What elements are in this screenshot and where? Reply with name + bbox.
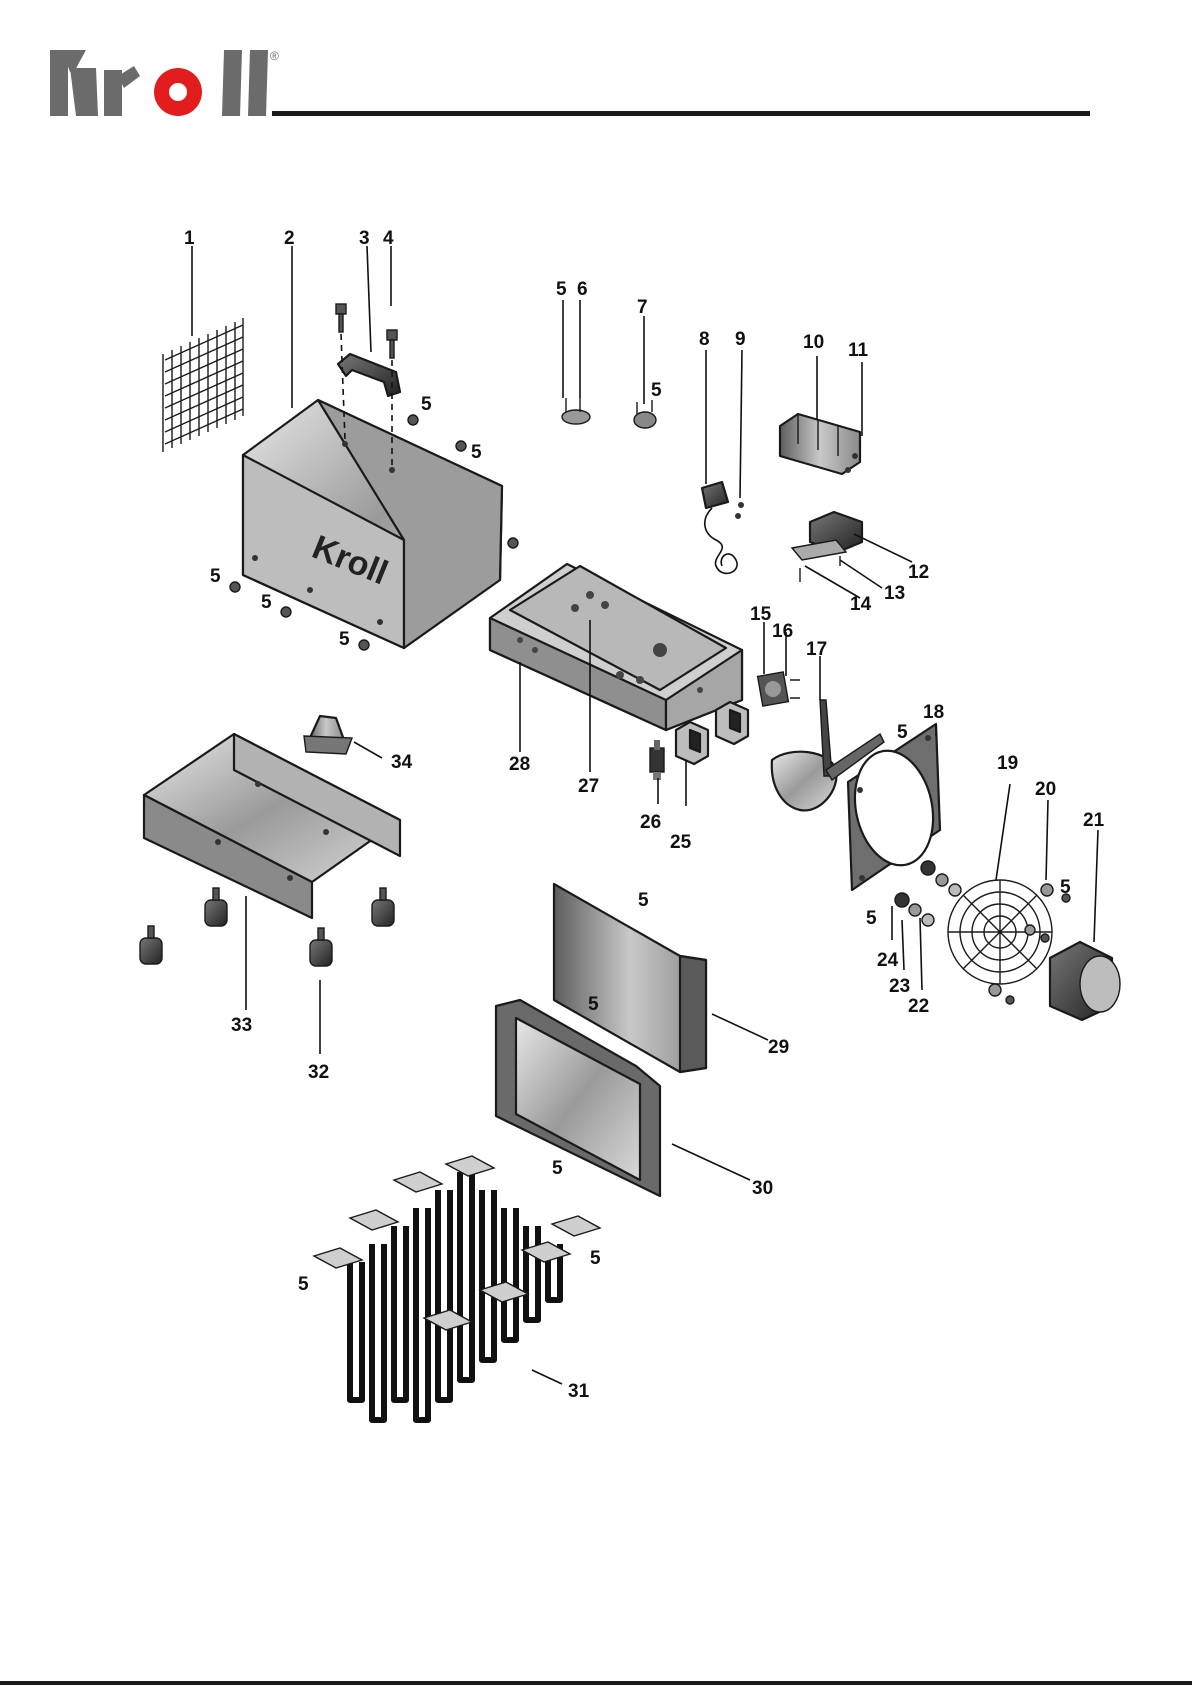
callout-6: 6 (577, 279, 588, 300)
callout-4: 4 (383, 228, 394, 249)
callout-5: 5 (210, 566, 221, 587)
part-heating-elements (350, 1172, 560, 1420)
callout-2: 2 (284, 228, 295, 249)
callout-5: 5 (298, 1274, 309, 1295)
part-grille (163, 318, 243, 452)
callout-5: 5 (590, 1248, 601, 1269)
callout-31: 31 (568, 1381, 590, 1402)
part-motor (1050, 942, 1120, 1020)
part-thermostat-cable (702, 482, 744, 573)
callout-20: 20 (1035, 779, 1056, 800)
callout-3: 3 (359, 228, 370, 249)
callout-5: 5 (588, 994, 599, 1015)
part-clip (304, 716, 352, 754)
callout-16: 16 (772, 621, 793, 642)
callout-22: 22 (908, 996, 929, 1017)
callout-1: 1 (184, 228, 195, 249)
callout-30: 30 (752, 1178, 773, 1199)
callout-10: 10 (803, 332, 824, 353)
callout-14: 14 (850, 594, 872, 615)
part-base-tray (490, 564, 742, 730)
callout-29: 29 (768, 1037, 789, 1058)
callout-5: 5 (339, 629, 350, 650)
callout-5: 5 (1060, 877, 1071, 898)
callout-5: 5 (556, 279, 567, 300)
part-relay (792, 512, 862, 582)
callout-27: 27 (578, 776, 599, 797)
part-bottom-tray (144, 734, 400, 918)
callout-12: 12 (908, 562, 929, 583)
part-switch-block (780, 414, 860, 474)
callout-28: 28 (509, 754, 530, 775)
callout-15: 15 (750, 604, 772, 625)
callout-11: 11 (848, 340, 869, 361)
callout-5: 5 (552, 1158, 563, 1179)
callout-19: 19 (997, 753, 1018, 774)
callout-7: 7 (637, 297, 648, 318)
callout-34: 34 (391, 752, 413, 773)
callout-5: 5 (866, 908, 877, 929)
callout-13: 13 (884, 583, 905, 604)
part-valve (650, 740, 664, 780)
callout-23: 23 (889, 976, 910, 997)
callout-32: 32 (308, 1062, 329, 1083)
callout-5: 5 (261, 592, 272, 613)
part-handle-screws (336, 304, 397, 358)
part-fan-guard (948, 880, 1052, 984)
callout-5: 5 (897, 722, 908, 743)
callout-33: 33 (231, 1015, 252, 1036)
part-handle (338, 354, 400, 396)
callout-26: 26 (640, 812, 661, 833)
callout-25: 25 (670, 832, 692, 853)
callout-18: 18 (923, 702, 944, 723)
callout-5: 5 (651, 380, 662, 401)
callout-8: 8 (699, 329, 710, 350)
callout-17: 17 (806, 639, 827, 660)
footer-rule (0, 1681, 1192, 1685)
callout-5: 5 (421, 394, 432, 415)
part-feet (140, 888, 394, 966)
callout-9: 9 (735, 329, 746, 350)
part-fitting-7 (634, 400, 656, 428)
callout-24: 24 (877, 950, 899, 971)
part-fitting-6 (562, 398, 590, 424)
part-connector (758, 672, 800, 706)
callout-21: 21 (1083, 810, 1105, 831)
callout-5: 5 (638, 890, 649, 911)
callout-5: 5 (471, 442, 482, 463)
